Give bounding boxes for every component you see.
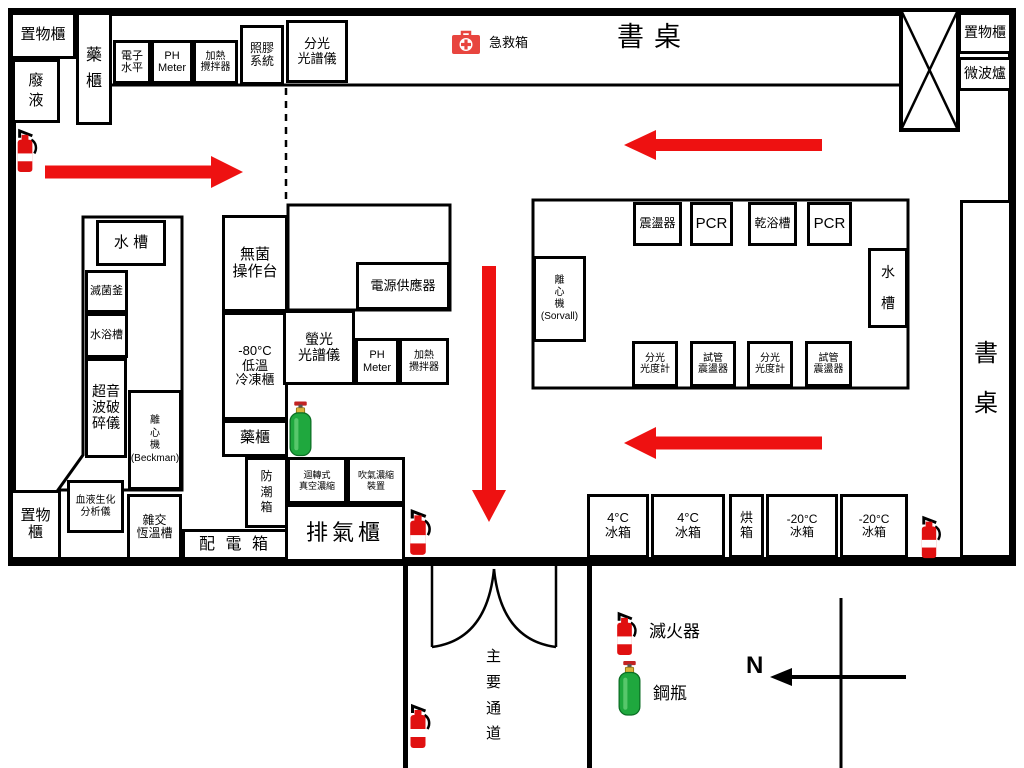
outer-wall <box>8 8 1016 566</box>
gel-imaging-system: 照膠 系統 <box>240 25 284 85</box>
fridge-4c-1: 4°C 冰箱 <box>587 494 649 558</box>
legend-cylinder-label: 鋼瓶 <box>653 684 687 703</box>
dry-bath: 乾浴槽 <box>748 202 797 246</box>
power-distribution-box: 配 電 箱 <box>182 529 288 560</box>
fire-extinguisher-bottom-right-icon <box>916 514 943 565</box>
power-supply: 電源供應器 <box>356 262 450 310</box>
fire-extinguisher-top-left-icon <box>12 127 39 179</box>
sterile-workbench: 無菌 操作台 <box>222 215 288 312</box>
legend-cylinder-icon <box>616 660 643 721</box>
flow-arrow-top-left <box>45 156 243 193</box>
fridge-minus20-1: -20°C 冰箱 <box>766 494 838 558</box>
blow-down-concentrator: 吹氣濃縮 裝置 <box>347 457 405 504</box>
tube-shaker-1: 試管 震盪器 <box>690 341 736 387</box>
fluorescence-spectrometer: 螢光 光譜儀 <box>283 310 355 385</box>
main-door <box>430 566 558 649</box>
ph-meter-top: PH Meter <box>151 40 193 84</box>
heated-stirrer-top: 加熱 攪拌器 <box>193 40 238 84</box>
first-aid-kit-icon <box>451 28 481 60</box>
shaker: 震盪器 <box>633 202 682 246</box>
storage-cabinet-bottom-left: 置物 櫃 <box>10 490 61 560</box>
electronic-balance: 電子 水平 <box>113 40 151 84</box>
medicine-cabinet-top-left: 藥 櫃 <box>76 12 112 125</box>
hybridization-incubator: 雜交 恆溫槽 <box>127 494 182 560</box>
main-corridor-label: 主 要 通 道 <box>486 648 502 743</box>
crossed-box <box>899 8 960 132</box>
compass-n-label: N <box>746 652 764 679</box>
gas-cylinder-lab-icon <box>287 400 314 462</box>
freezer-minus-80: -80°C 低溫 冷凍櫃 <box>222 312 288 420</box>
sink-left: 水 槽 <box>96 220 166 266</box>
fire-extinguisher-corridor-icon <box>405 702 432 755</box>
compass <box>770 598 906 768</box>
spectrophotometer-2: 分光 光度計 <box>747 341 793 387</box>
spectrophotometer-1: 分光 光度計 <box>632 341 678 387</box>
fridge-minus20-2: -20°C 冰箱 <box>840 494 908 558</box>
sink-right: 水 槽 <box>868 248 908 328</box>
waste-liquid-cabinet: 廢 液 <box>12 59 60 123</box>
water-bath: 水浴槽 <box>85 313 128 358</box>
storage-cabinet-top-left: 置物櫃 <box>10 12 76 59</box>
first-aid-label: 急救箱 <box>489 35 529 50</box>
autoclave: 滅菌釜 <box>85 270 128 313</box>
rotary-vacuum-concentrator: 迴轉式 真空濃縮 <box>287 457 347 504</box>
moisture-proof-box: 防 潮 箱 <box>245 457 288 528</box>
pcr-2: PCR <box>807 202 852 246</box>
blood-biochem-analyzer: 血液生化 分析儀 <box>67 480 124 533</box>
heated-stirrer-mid: 加熱 攪拌器 <box>399 338 449 385</box>
centrifuge-sorvall: 離 心 機 (Sorvall) <box>533 256 586 342</box>
ph-meter-mid: PH Meter <box>355 338 399 385</box>
flow-arrow-center-down <box>472 266 506 527</box>
legend-extinguisher-icon <box>612 610 638 662</box>
legend-extinguisher-label: 滅火器 <box>649 622 700 641</box>
ultrasonic-disruptor: 超音 波破 碎儀 <box>85 358 127 458</box>
flow-arrow-mid-right <box>624 427 822 464</box>
centrifuge-beckman: 離 心 機 (Beckman) <box>128 390 182 490</box>
fridge-4c-2: 4°C 冰箱 <box>651 494 725 558</box>
corridor-walls <box>403 566 592 768</box>
drying-oven: 烘 箱 <box>729 494 764 558</box>
tube-shaker-2: 試管 震盪器 <box>805 341 852 387</box>
desk-right: 書 桌 <box>960 200 1012 558</box>
fume-hood: 排氣櫃 <box>285 504 405 562</box>
storage-cabinet-top-right: 置物櫃 <box>958 12 1012 54</box>
flow-arrow-top-right <box>624 130 822 165</box>
pcr-1: PCR <box>690 202 733 246</box>
spectrograph: 分光 光譜儀 <box>286 20 348 83</box>
desk-top-label: 書桌 <box>617 22 691 52</box>
medicine-cabinet-mid: 藥櫃 <box>222 420 288 457</box>
fire-extinguisher-fume-hood-icon <box>405 506 432 563</box>
microwave-oven: 微波爐 <box>958 57 1012 91</box>
